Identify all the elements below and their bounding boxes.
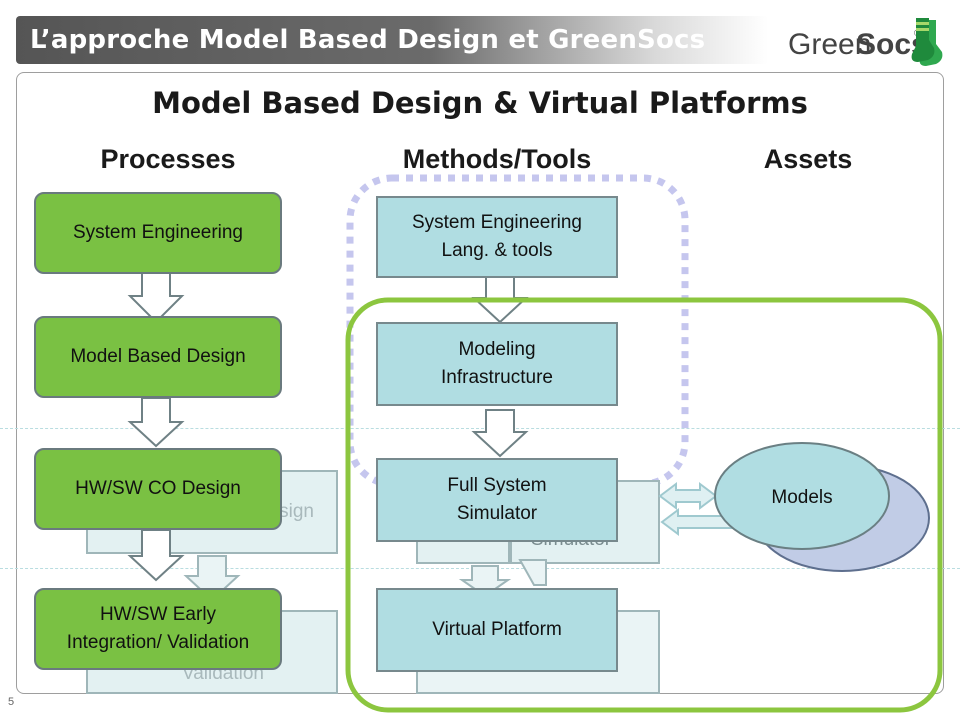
header-title: L’approche Model Based Design et GreenSo… <box>30 25 706 55</box>
process-label: HW/SW CO Design <box>75 478 241 499</box>
process-label: HW/SW Early Integration/ Validation <box>66 604 250 653</box>
tool-label: Modeling Infrastructure <box>441 339 553 388</box>
models-label: Models <box>771 487 832 508</box>
process-model-based-design: Model Based Design <box>34 316 282 398</box>
sock-icon <box>911 18 943 66</box>
down-arrow <box>127 397 185 448</box>
greensocs-logo: Green Socs ® <box>788 18 943 66</box>
process-system-engineering: System Engineering <box>34 192 282 274</box>
page-number: 5 <box>8 696 15 708</box>
tool-label: Full System Simulator <box>447 475 547 524</box>
ghost-arrow-stem <box>518 559 547 586</box>
logo-text-green: Green <box>788 28 871 61</box>
models-ellipse-front <box>714 442 890 550</box>
tool-modeling-infrastructure: Modeling Infrastructure <box>376 322 618 406</box>
column-heading-methods-tools: Methods/Tools <box>402 144 592 174</box>
guide-line <box>0 428 960 429</box>
process-hw-sw-early-integration: HW/SW Early Integration/ Validation <box>34 588 282 670</box>
tool-label: Virtual Platform <box>432 619 562 640</box>
down-arrow <box>471 409 529 458</box>
down-arrow <box>127 272 185 324</box>
down-arrow <box>127 529 185 582</box>
column-heading-assets: Assets <box>763 144 853 174</box>
column-heading-processes: Processes <box>100 144 236 174</box>
tool-label: System Engineering Lang. & tools <box>411 212 583 261</box>
process-label: Model Based Design <box>70 346 246 367</box>
process-label: System Engineering <box>72 222 244 243</box>
ghost-co-design-text: sign <box>279 501 314 522</box>
header-banner <box>16 16 768 64</box>
tool-full-system-simulator: Full System Simulator <box>376 458 618 542</box>
process-hw-sw-co-design: HW/SW CO Design <box>34 448 282 530</box>
tool-system-engineering-lang: System Engineering Lang. & tools <box>376 196 618 278</box>
tool-virtual-platform: Virtual Platform <box>376 588 618 672</box>
slide-title: Model Based Design & Virtual Platforms <box>152 86 808 120</box>
